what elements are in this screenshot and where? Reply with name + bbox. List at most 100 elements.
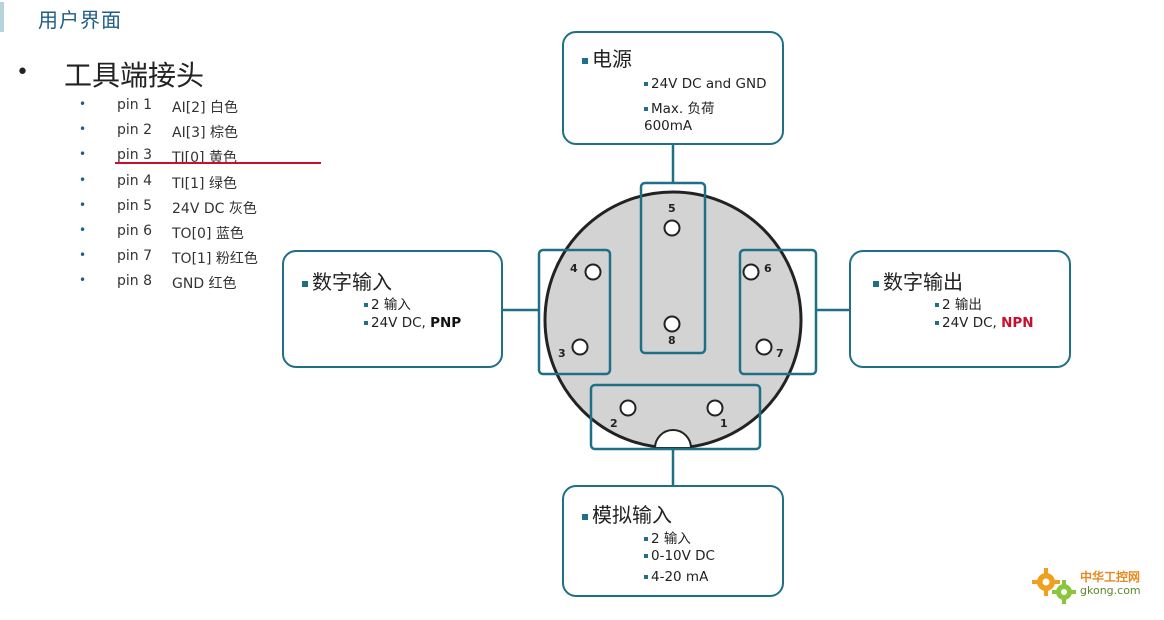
pin-desc: TI[1] 绿色 xyxy=(172,176,237,192)
analog-input-box: 模拟输入 2 输入 0-10V DC 4-20 mA xyxy=(562,485,784,597)
pin-hole-7 xyxy=(755,338,773,356)
pin-row-1: • pin 1 AI[2] 白色 xyxy=(75,95,305,117)
power-box-title: 电源 xyxy=(582,43,632,72)
analog-input-box-title: 模拟输入 xyxy=(582,499,672,528)
pin-number-1: 1 xyxy=(720,417,728,430)
power-item-2-line2: 600mA xyxy=(644,118,693,134)
pin-number-4: 4 xyxy=(570,262,578,275)
digital-input-item-2: 24V DC, PNP xyxy=(364,315,461,331)
digital-output-box-title: 数字输出 xyxy=(873,266,963,295)
pin-hole-4 xyxy=(584,263,602,281)
pin-label: pin 2 xyxy=(117,122,153,138)
digital-output-box: 数字输出 2 输出 24V DC, NPN xyxy=(849,250,1071,368)
pin-row-2: • pin 2 AI[3] 棕色 xyxy=(75,120,305,142)
pin-number-8: 8 xyxy=(668,334,676,347)
digital-output-item-2-text: 24V DC, xyxy=(942,315,1002,331)
pin-label: pin 8 xyxy=(117,273,153,289)
pin-number-6: 6 xyxy=(764,262,772,275)
bullet-icon: • xyxy=(79,198,87,212)
square-bullet-icon xyxy=(364,321,368,325)
highlight-underline xyxy=(115,162,321,164)
pin-row-8: • pin 8 GND 红色 xyxy=(75,271,305,293)
power-item-2-text: Max. 负荷 xyxy=(651,101,715,117)
digital-input-title-text: 数字输入 xyxy=(312,270,392,294)
bullet-icon: • xyxy=(79,147,87,161)
pin-label: pin 3 xyxy=(117,147,153,163)
pin-label: pin 7 xyxy=(117,248,153,264)
analog-input-title-text: 模拟输入 xyxy=(592,503,672,527)
connector-heading-text: 工具端接头 xyxy=(64,59,205,92)
square-bullet-icon xyxy=(364,303,368,307)
pin-hole-5 xyxy=(663,219,681,237)
bullet-icon: • xyxy=(16,60,29,85)
square-bullet-icon xyxy=(644,82,648,86)
watermark-text-url: gkong.com xyxy=(1080,584,1141,597)
digital-input-type-label: PNP xyxy=(430,315,462,331)
bullet-icon: • xyxy=(79,273,87,287)
pin-number-5: 5 xyxy=(668,202,676,215)
pin-row-7: • pin 7 TO[1] 粉红色 xyxy=(75,246,305,268)
analog-input-item-3: 4-20 mA xyxy=(644,569,708,585)
power-box: 电源 24V DC and GND Max. 负荷 600mA xyxy=(562,31,784,145)
pin-label: pin 4 xyxy=(117,173,153,189)
gear-icon xyxy=(1032,568,1076,604)
digital-output-item-1: 2 输出 xyxy=(935,293,982,313)
square-bullet-icon xyxy=(935,303,939,307)
pin-hole-3 xyxy=(571,338,589,356)
analog-input-item-1-text: 2 输入 xyxy=(651,531,691,547)
square-bullet-icon xyxy=(582,513,588,520)
power-item-2: Max. 负荷 xyxy=(644,97,715,117)
power-item-1-text: 24V DC and GND xyxy=(651,76,767,92)
square-bullet-icon xyxy=(302,280,308,287)
power-pin-group xyxy=(639,181,707,355)
pin-desc: AI[2] 白色 xyxy=(172,100,238,116)
pin-row-4: • pin 4 TI[1] 绿色 xyxy=(75,171,305,193)
analog-input-pin-group xyxy=(589,383,762,451)
pin-hole-2 xyxy=(619,399,637,417)
analog-input-item-2: 0-10V DC xyxy=(644,548,715,564)
pin-desc: TO[1] 粉红色 xyxy=(172,251,258,267)
digital-input-item-2-text: 24V DC, xyxy=(371,315,431,331)
pin-hole-8 xyxy=(663,315,681,333)
square-bullet-icon xyxy=(644,537,648,541)
analog-input-item-2-text: 0-10V DC xyxy=(651,548,715,564)
digital-output-pin-group xyxy=(738,248,818,376)
square-bullet-icon xyxy=(582,57,588,64)
pin-desc: GND 红色 xyxy=(172,276,237,292)
digital-output-item-2: 24V DC, NPN xyxy=(935,315,1034,331)
pin-number-2: 2 xyxy=(610,417,618,430)
digital-input-pin-group xyxy=(537,248,612,376)
pin-desc: TO[0] 蓝色 xyxy=(172,226,244,242)
analog-input-item-3-text: 4-20 mA xyxy=(651,569,709,585)
pin-label: pin 5 xyxy=(117,198,153,214)
pin-row-5: • pin 5 24V DC 灰色 xyxy=(75,196,305,218)
page-header: 用户界面 xyxy=(0,0,300,38)
pin-desc: 24V DC 灰色 xyxy=(172,201,257,217)
header-accent-bar xyxy=(0,2,4,32)
bullet-icon: • xyxy=(79,223,87,237)
connector-key-notch xyxy=(653,429,693,449)
pin-desc: AI[3] 棕色 xyxy=(172,125,238,141)
digital-input-box: 数字输入 2 输入 24V DC, PNP xyxy=(282,250,503,368)
square-bullet-icon xyxy=(644,107,648,111)
digital-input-box-title: 数字输入 xyxy=(302,266,392,295)
square-bullet-icon xyxy=(644,575,648,579)
bullet-icon: • xyxy=(79,173,87,187)
digital-output-item-1-text: 2 输出 xyxy=(942,297,982,313)
analog-input-item-1: 2 输入 xyxy=(644,527,691,547)
bullet-icon: • xyxy=(79,248,87,262)
digital-output-title-text: 数字输出 xyxy=(883,270,963,294)
pin-number-7: 7 xyxy=(776,347,784,360)
pin-number-3: 3 xyxy=(558,347,566,360)
square-bullet-icon xyxy=(935,321,939,325)
bullet-icon: • xyxy=(79,97,87,111)
square-bullet-icon xyxy=(873,280,879,287)
page-title: 用户界面 xyxy=(38,8,122,32)
pin-row-6: • pin 6 TO[0] 蓝色 xyxy=(75,221,305,243)
power-title-text: 电源 xyxy=(592,47,632,71)
watermark-logo: 中华工控网 gkong.com xyxy=(1030,560,1160,608)
digital-input-item-1-text: 2 输入 xyxy=(371,297,411,313)
digital-input-item-1: 2 输入 xyxy=(364,293,411,313)
power-item-1: 24V DC and GND xyxy=(644,76,766,92)
